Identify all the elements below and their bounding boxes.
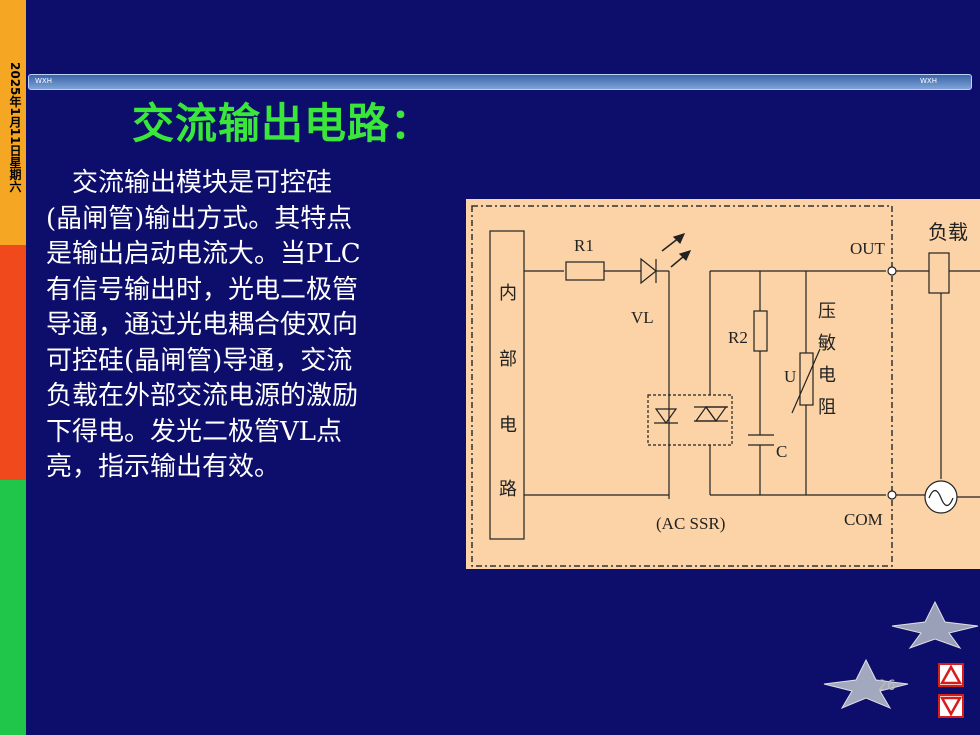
description-paragraph: 交流输出模块是可控硅 (晶闸管)输出方式。其特点 是输出启动电流大。当PLC 有… bbox=[46, 166, 451, 486]
paragraph-line: 亮，指示输出有效。 bbox=[46, 452, 281, 482]
previous-slide-button[interactable] bbox=[938, 663, 964, 687]
paragraph-line: 可控硅(晶闸管)导通，交流 bbox=[46, 345, 353, 376]
internal-label-char: 电 bbox=[499, 415, 517, 435]
load-symbol bbox=[928, 252, 950, 294]
r1-label: R1 bbox=[574, 236, 594, 255]
paragraph-line: 有信号输出时，光电二极管 bbox=[46, 274, 359, 305]
star-icon bbox=[823, 658, 909, 710]
internal-circuit-box bbox=[489, 230, 525, 540]
vl-label: VL bbox=[631, 308, 654, 327]
slide-title: 交流输出电路： bbox=[132, 99, 434, 148]
varistor-label-char: 压 bbox=[818, 301, 836, 321]
internal-label-char: 内 bbox=[499, 283, 517, 303]
r2-label: R2 bbox=[728, 328, 748, 347]
ac-ssr-label: (AC SSR) bbox=[656, 514, 725, 533]
up-arrow-icon bbox=[939, 664, 963, 685]
sidebar: 2025年1月11日星期六 bbox=[0, 0, 26, 735]
module-border bbox=[471, 205, 893, 567]
load-label: 负载 bbox=[928, 221, 968, 244]
date-label: 2025年1月11日星期六 bbox=[8, 62, 22, 193]
paragraph-line: 交流输出模块是可控硅 bbox=[46, 168, 333, 198]
paragraph-line: (晶闸管)输出方式。其特点 bbox=[46, 203, 353, 234]
varistor-label-char: 阻 bbox=[818, 397, 836, 417]
out-label: OUT bbox=[850, 239, 886, 258]
varistor-label-char: 敏 bbox=[818, 333, 836, 353]
optocoupler-box bbox=[647, 394, 733, 446]
photodiode-symbol bbox=[654, 408, 678, 425]
header-right-label: WXH bbox=[920, 77, 937, 85]
next-slide-button[interactable] bbox=[938, 694, 964, 718]
paragraph-line: 是输出启动电流大。当PLC bbox=[46, 239, 361, 269]
circuit-background bbox=[466, 199, 980, 569]
sidebar-red-block bbox=[0, 245, 26, 480]
down-arrow-icon bbox=[939, 696, 963, 717]
internal-label-char: 部 bbox=[499, 349, 517, 369]
com-label: COM bbox=[844, 510, 883, 529]
u-label: U bbox=[784, 367, 796, 386]
page-number: 26 bbox=[878, 678, 896, 694]
c-label: C bbox=[776, 442, 787, 461]
paragraph-line: 下得电。发光二极管VL点 bbox=[46, 416, 343, 447]
star-icon bbox=[891, 600, 979, 650]
paragraph-line: 负载在外部交流电源的激励 bbox=[46, 381, 359, 411]
varistor-label-char: 电 bbox=[818, 365, 836, 385]
sidebar-green-block bbox=[0, 480, 26, 735]
internal-label-char: 路 bbox=[499, 479, 517, 499]
led-symbol bbox=[640, 257, 657, 285]
sidebar-orange-block bbox=[0, 0, 26, 245]
header-left-label: WXH bbox=[35, 77, 52, 85]
ac-output-circuit-diagram: 内 部 电 路 R1 VL R2 U C OUT COM (AC SSR) 负载… bbox=[466, 199, 980, 569]
paragraph-line: 导通，通过光电耦合使双向 bbox=[46, 310, 359, 340]
header-bar: WXH WXH bbox=[28, 74, 972, 90]
